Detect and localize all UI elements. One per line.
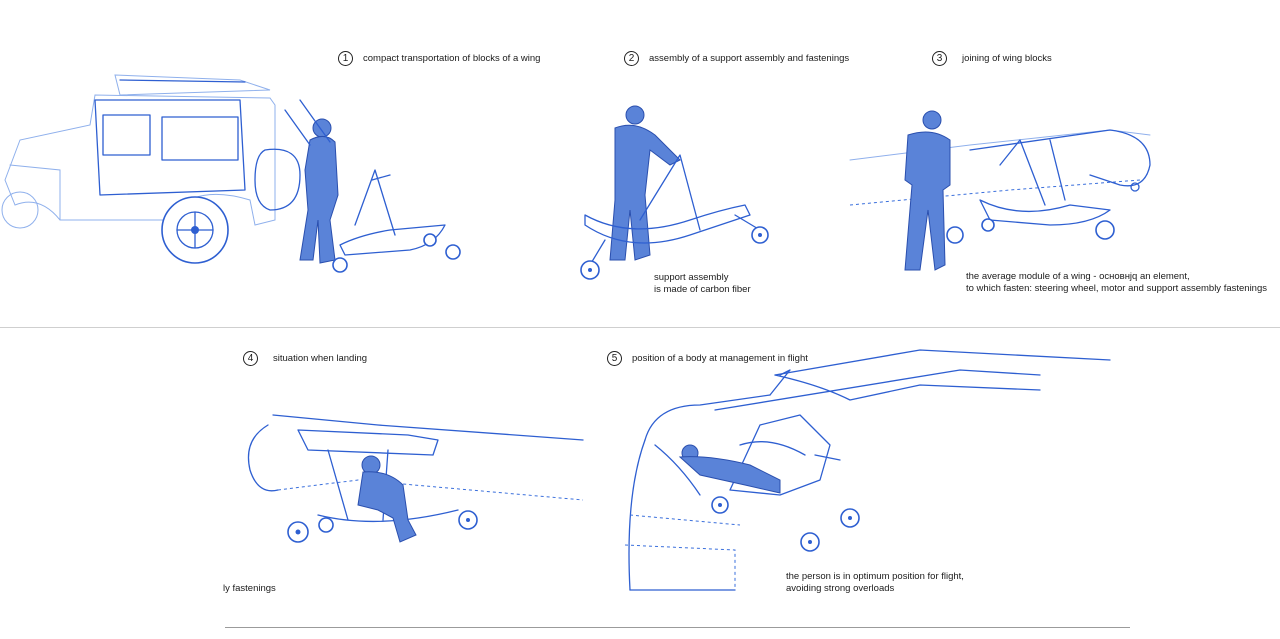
support-caption: support assembly is made of carbon fiber xyxy=(654,272,751,296)
flight-caption-line-2: avoiding strong overloads xyxy=(786,583,895,594)
support-frame xyxy=(580,154,769,280)
step-1-number: 1 xyxy=(338,51,353,66)
flight-person xyxy=(678,444,781,494)
row-divider xyxy=(0,327,1280,328)
step-5-text: position of a body at management in flig… xyxy=(632,353,808,364)
step-5-label: 5 position of a body at management in fl… xyxy=(607,351,808,366)
bottom-rule xyxy=(225,627,1130,628)
step-1-text: compact transportation of blocks of a wi… xyxy=(363,53,541,64)
step-4-text: situation when landing xyxy=(273,353,368,364)
illustration-flight xyxy=(624,349,1111,591)
flight-trike-frame xyxy=(711,414,860,552)
landing-wing xyxy=(247,414,584,543)
step-3-text: joining of wing blocks xyxy=(962,53,1052,64)
landing-person xyxy=(357,455,417,543)
step-4-number: 4 xyxy=(243,351,258,366)
support-caption-line-1: support assembly xyxy=(654,272,729,283)
step-3-number: 3 xyxy=(932,51,947,66)
step-1-label: 1 compact transportation of blocks of a … xyxy=(338,51,540,66)
joining-person xyxy=(904,110,951,271)
folded-support-frame xyxy=(332,169,461,273)
assembling-person xyxy=(609,105,681,261)
flight-wing xyxy=(624,349,1111,591)
flight-caption: the person is in optimum position for fl… xyxy=(786,571,964,595)
step-2-text: assembly of a support assembly and faste… xyxy=(649,53,850,64)
illustration-landing xyxy=(247,414,584,543)
illustration-joining-wing xyxy=(849,110,1151,271)
wing-module-sketch xyxy=(849,129,1151,244)
illustration-transport xyxy=(1,74,461,273)
module-caption: the average module of a wing - основнjq … xyxy=(966,271,1267,295)
step-2-number: 2 xyxy=(624,51,639,66)
step-3-label: 3 joining of wing blocks xyxy=(932,51,1052,66)
step-5-number: 5 xyxy=(607,351,622,366)
person-figure xyxy=(284,99,339,264)
flight-caption-line-1: the person is in optimum position for fl… xyxy=(786,571,964,582)
step-2-label: 2 assembly of a support assembly and fas… xyxy=(624,51,849,66)
illustration-support-assembly xyxy=(580,105,769,280)
module-caption-line-1: the average module of a wing - основнjq … xyxy=(966,271,1190,282)
landing-caption-fragment: ly fastenings xyxy=(223,583,276,594)
step-4-label: 4 situation when landing xyxy=(243,351,367,366)
support-caption-line-2: is made of carbon fiber xyxy=(654,284,751,295)
module-caption-line-2: to which fasten: steering wheel, motor a… xyxy=(966,283,1267,294)
jeep-sketch xyxy=(1,74,301,264)
